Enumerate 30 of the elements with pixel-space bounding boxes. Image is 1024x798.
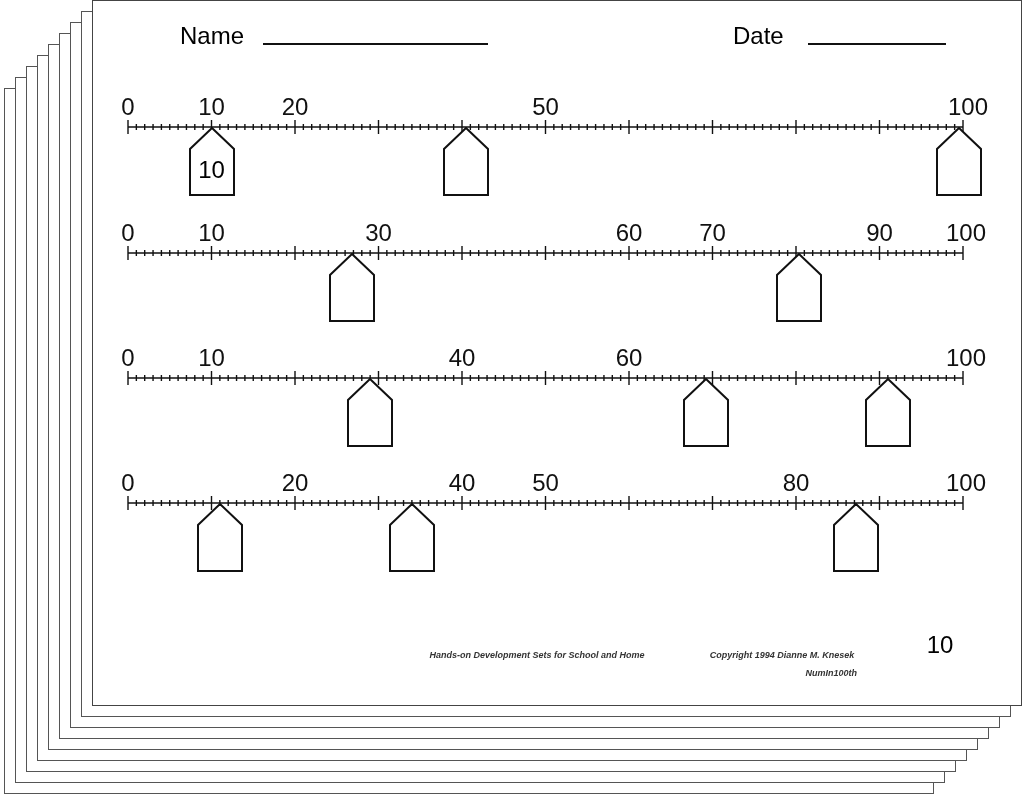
tick-label: 100: [946, 346, 986, 370]
tick-label: 10: [198, 346, 225, 370]
field-label: Name: [180, 22, 245, 50]
tick-label: 60: [615, 221, 643, 245]
tick-label: 10: [198, 95, 225, 119]
tick-label: 0: [121, 471, 135, 495]
tick-label: 30: [365, 221, 392, 245]
tick-label: 20: [281, 95, 309, 119]
page-number: 10: [926, 633, 954, 657]
tick-label: 100: [948, 95, 988, 119]
pointer-value: 10: [197, 157, 226, 183]
footer-text: Copyright 1994 Dianne M. Knesek: [709, 650, 855, 660]
tick-label: 100: [946, 471, 986, 495]
tick-label: 100: [946, 221, 986, 245]
tick-label: 0: [121, 346, 135, 370]
tick-label: 0: [121, 221, 135, 245]
tick-label: 40: [448, 346, 476, 370]
field-label: Date: [733, 22, 784, 50]
tick-label: 40: [448, 471, 476, 495]
tick-label: 90: [866, 221, 893, 245]
tick-label: 70: [699, 221, 726, 245]
footer-text: Hands-on Development Sets for School and Home: [429, 650, 645, 660]
tick-label: 50: [532, 95, 559, 119]
tick-label: 10: [198, 221, 225, 245]
tick-label: 80: [782, 471, 810, 495]
tick-label: 60: [615, 346, 643, 370]
tick-label: 0: [121, 95, 135, 119]
tick-label: 20: [281, 471, 309, 495]
tick-label: 50: [532, 471, 559, 495]
footer-text: NumIn100th: [805, 668, 857, 678]
